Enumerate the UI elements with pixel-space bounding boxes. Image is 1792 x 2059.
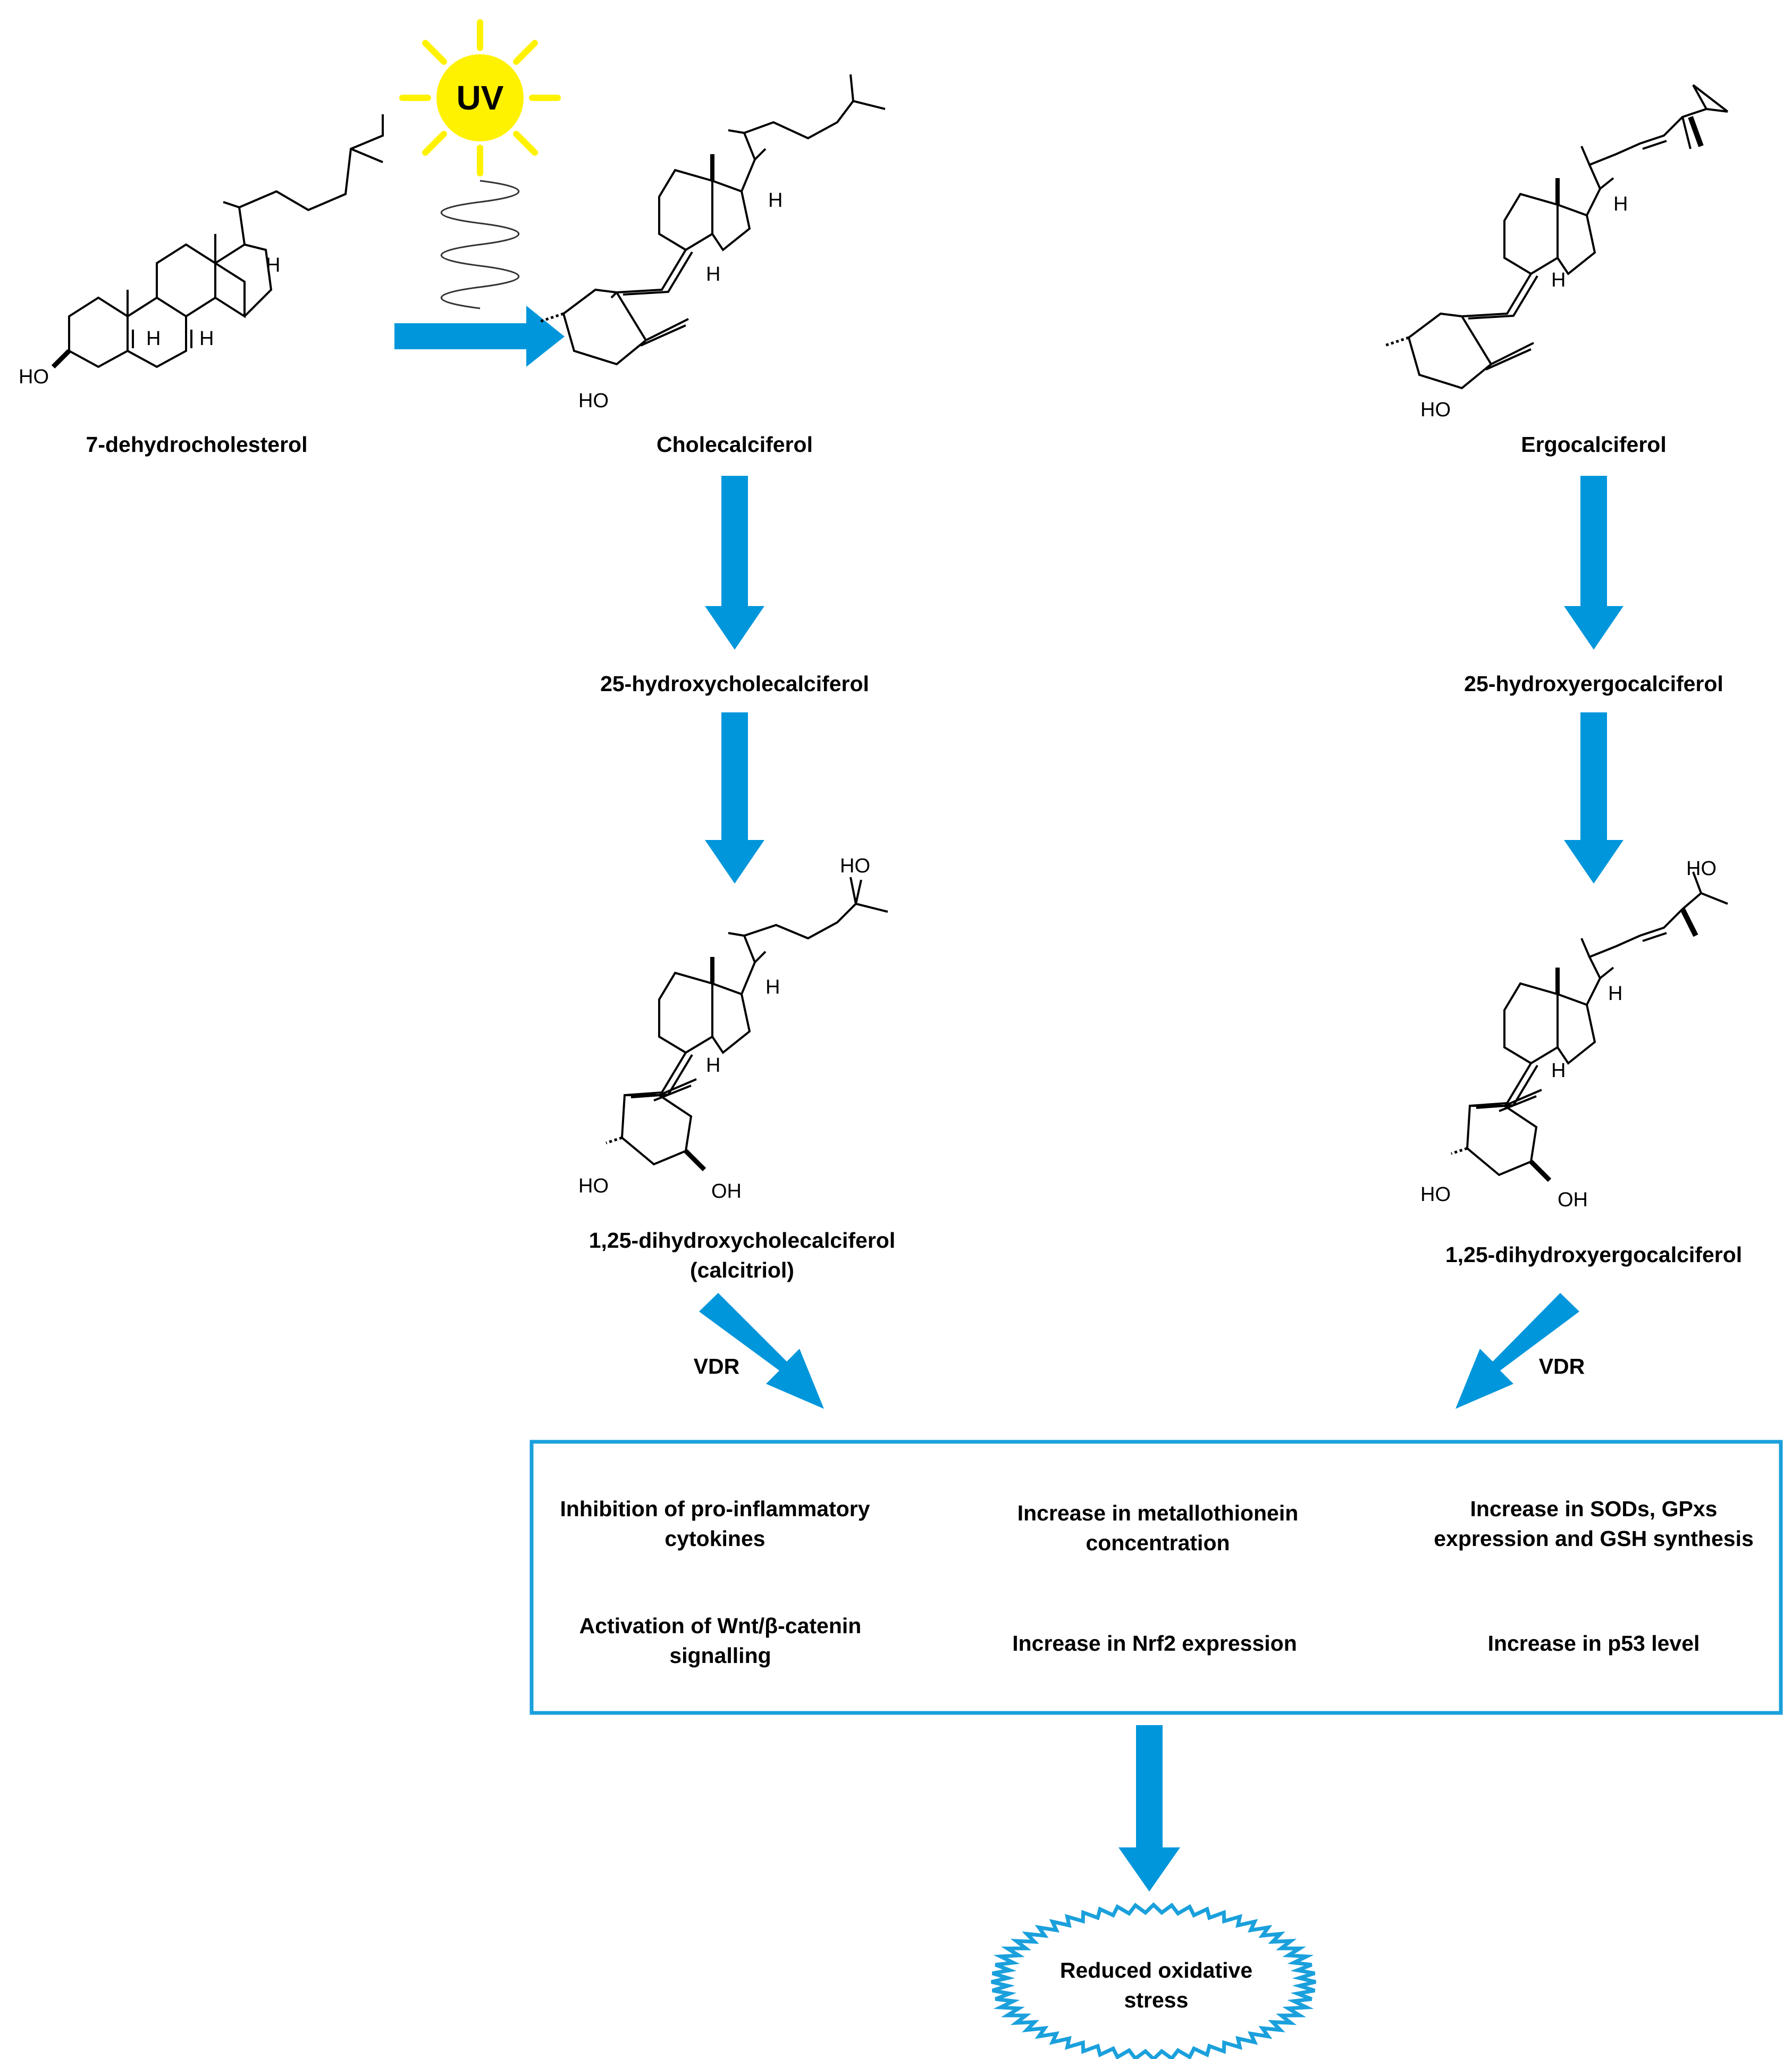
arrow-25oh-to-calcitriol — [705, 712, 764, 884]
atom-h-14: H — [199, 327, 214, 350]
arrow-uv-conversion — [394, 306, 565, 367]
arrow-calcitriol-to-vdr — [699, 1293, 824, 1409]
effect-sod-gpx-gsh: Increase in SODs, GPxs expression and GS… — [1434, 1497, 1754, 1551]
sun-icon — [399, 19, 561, 177]
label-cholecalciferol: Cholecalciferol — [657, 432, 813, 457]
molecule-dihydroxyergocalciferol — [1451, 871, 1728, 1182]
label-vdr-left: VDR — [693, 1354, 740, 1379]
atom-h-calcitriol-17: H — [765, 976, 780, 998]
atom-h-diergo-17: H — [1608, 982, 1623, 1005]
effect-metallothionein: Increase in metallothionein concentratio… — [1017, 1501, 1299, 1555]
label-25-hydroxycholecalciferol: 25-hydroxycholecalciferol — [600, 671, 869, 696]
label-calcitriol-line2: (calcitriol) — [690, 1258, 794, 1282]
molecule-7-dehydrocholesterol — [51, 114, 384, 369]
effect-p53: Increase in p53 level — [1487, 1631, 1700, 1655]
atom-h-17: H — [266, 254, 281, 276]
atom-h-ergo-17: H — [1613, 193, 1628, 215]
atom-h-diergo-14: H — [1551, 1060, 1566, 1082]
atom-h-chole-14: H — [706, 263, 721, 285]
molecule-cholecalciferol — [539, 74, 886, 366]
effect-nrf2: Increase in Nrf2 expression — [1012, 1631, 1297, 1655]
molecule-ergocalciferol — [1384, 84, 1729, 390]
label-25-hydroxyergocalciferol: 25-hydroxyergocalciferol — [1464, 671, 1723, 696]
atom-h-ergo-14: H — [1551, 269, 1566, 291]
atom-h-9: H — [146, 327, 161, 350]
atom-ho-calcitriol-25: HO — [840, 855, 870, 877]
atom-ho-dehydrocholesterol: HO — [19, 366, 49, 388]
arrow-chole-to-25oh — [705, 476, 764, 650]
label-vdr-right: VDR — [1538, 1354, 1585, 1379]
atom-ho-ergo-25: HO — [1686, 858, 1717, 880]
label-7-dehydrocholesterol: 7-dehydrocholesterol — [86, 432, 308, 457]
effect-inflammatory-cytokines: Inhibition of pro-inflammatory cytokines — [560, 1497, 870, 1551]
effect-wnt-catenin: Activation of Wnt/β-catenin signalling — [579, 1613, 862, 1668]
atom-ho-cholecalciferol: HO — [578, 390, 609, 412]
label-dihydroxyergocalciferol: 1,25-dihydroxyergocalciferol — [1445, 1242, 1743, 1267]
atom-oh-calcitriol-1: OH — [711, 1180, 742, 1203]
arrow-ergo-to-25oh — [1564, 476, 1623, 650]
atom-ho-calcitriol-3: HO — [578, 1175, 609, 1197]
atom-ho-diergo-3: HO — [1420, 1183, 1451, 1206]
arrow-25oh-to-dihydroxyergo — [1564, 712, 1623, 884]
uv-wave — [441, 180, 519, 309]
outcome-label: Reduced oxidative stress — [1059, 1958, 1253, 2012]
atom-ho-ergocalciferol: HO — [1420, 399, 1451, 421]
molecule-calcitriol — [605, 877, 888, 1172]
effects-box — [529, 1440, 1783, 1715]
atom-h-chole-17: H — [768, 189, 783, 212]
atom-h-calcitriol-14: H — [706, 1054, 721, 1077]
label-ergocalciferol: Ergocalciferol — [1521, 432, 1667, 457]
arrow-dihydroxyergo-to-vdr — [1456, 1293, 1579, 1409]
atom-oh-diergo-1: OH — [1558, 1189, 1588, 1211]
uv-label: UV — [456, 79, 504, 117]
outcome-burst — [991, 1902, 1316, 2059]
label-calcitriol-line1: 1,25-dihydroxycholecalciferol — [588, 1228, 896, 1253]
label-calcitriol: 1,25-dihydroxycholecalciferol (calcitrio… — [589, 1225, 896, 1285]
arrow-effects-to-outcome — [1118, 1725, 1180, 1892]
